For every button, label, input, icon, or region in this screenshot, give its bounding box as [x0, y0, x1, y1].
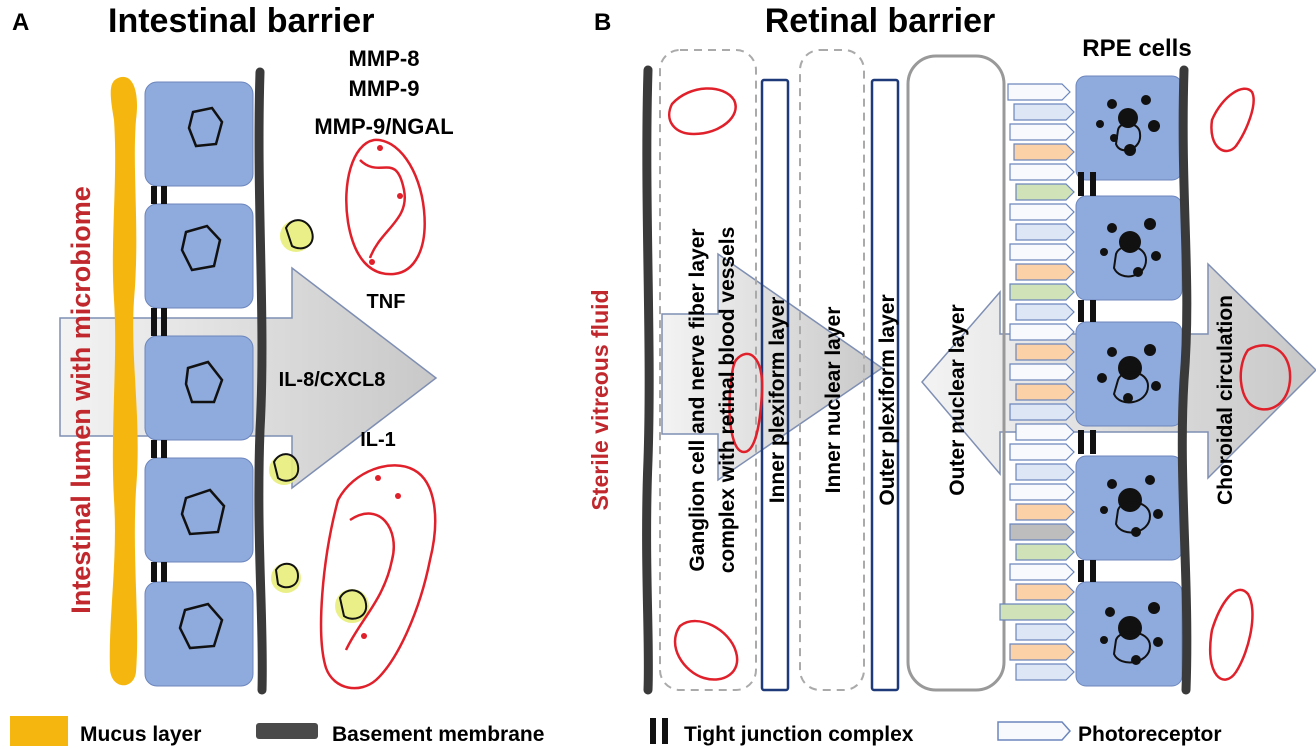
basement-membrane-b — [1177, 65, 1192, 695]
mediator-label: MMP-9/NGAL — [314, 114, 453, 139]
vitreous-fluid-label: Sterile vitreous fluid — [587, 289, 613, 510]
junction-swatch — [650, 718, 656, 744]
mediator-label: MMP-8 — [349, 46, 420, 71]
membrane-swatch — [256, 723, 318, 739]
inner-plexiform-label: Inner plexiform layer — [766, 297, 789, 504]
immune-cells-b — [668, 87, 1292, 681]
choroidal-circulation-label: Choroidal circulation — [1214, 295, 1237, 505]
legend-label-mucus: Mucus layer — [80, 723, 201, 746]
epithelial-cells — [144, 81, 254, 687]
mucus-layer — [109, 76, 138, 686]
photoreceptor-swatch — [997, 721, 1072, 741]
outer-plexiform-box — [870, 78, 900, 692]
cytokine-label: TNF — [367, 291, 406, 313]
cytokine-label: IL-1 — [360, 429, 396, 451]
immune-dots-a — [361, 145, 403, 639]
rpe-nuclei — [1112, 122, 1152, 664]
legend-label-photoreceptor: Photoreceptor — [1078, 723, 1222, 746]
inner-nuclear-label: Inner nuclear layer — [822, 307, 845, 494]
inner-membrane-b — [642, 65, 654, 695]
ganglion-layer-box — [659, 49, 757, 691]
nuclei — [178, 106, 226, 650]
rpe-cell — [1075, 75, 1183, 181]
tight-junctions-a — [151, 186, 167, 582]
intestinal-lumen-label: Intestinal lumen with microbiome — [66, 186, 96, 614]
ganglion-layer-label-2: complex with retinal blood vessels — [716, 227, 739, 574]
epithelial-cell — [144, 457, 254, 563]
outer-nuclear-label: Outer nuclear layer — [946, 304, 969, 495]
inner-nuclear-box — [799, 49, 865, 691]
epithelial-cell — [144, 81, 254, 187]
basement-membrane-a — [254, 67, 267, 695]
photoreceptors — [999, 83, 1075, 681]
legend: Mucus layer Basement membrane Tight junc… — [10, 716, 1222, 746]
legend-label-junction: Tight junction complex — [684, 723, 914, 746]
panel-b-title: Retinal barrier — [765, 2, 996, 40]
outer-nuclear-box — [906, 54, 1006, 692]
epithelial-cell — [144, 581, 254, 687]
outer-plexiform-label: Outer plexiform layer — [876, 294, 899, 505]
epithelial-cell — [144, 335, 254, 441]
tight-junctions-b — [1078, 172, 1096, 582]
mucus-swatch — [10, 716, 68, 746]
immune-cells-a — [319, 138, 437, 690]
microbe-outlines — [272, 219, 368, 620]
cytokine-label: IL-8/CXCL8 — [279, 369, 386, 391]
panel-a-letter: A — [12, 9, 29, 36]
rpe-cells-label: RPE cells — [1082, 35, 1191, 62]
mediator-label: MMP-9 — [349, 76, 420, 101]
epithelial-cell — [144, 203, 254, 309]
rpe-cells — [1075, 75, 1183, 687]
panel-a-title: Intestinal barrier — [108, 2, 374, 40]
panel-b-letter: B — [594, 9, 611, 36]
legend-label-membrane: Basement membrane — [332, 723, 544, 746]
junction-swatch — [662, 718, 668, 744]
ganglion-layer-label: Ganglion cell and nerve fiber layer — [686, 228, 709, 571]
